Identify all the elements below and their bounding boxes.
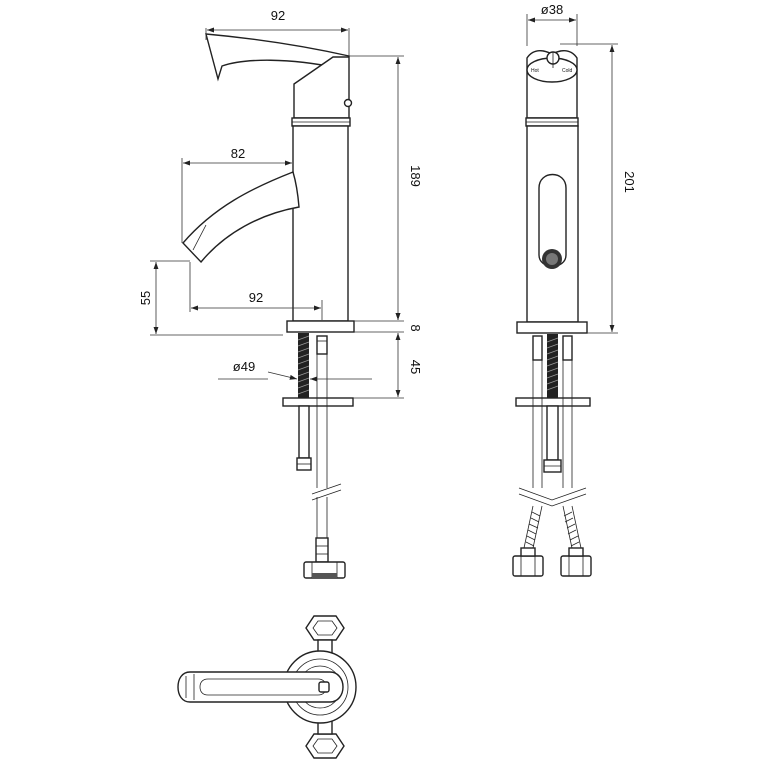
side-view — [182, 33, 355, 579]
threaded-rod — [298, 333, 309, 398]
left-hose-nut — [512, 555, 544, 577]
top-view-lever — [177, 671, 344, 703]
handle-cap — [293, 56, 350, 119]
front-view: Hot Cold — [512, 50, 592, 577]
dim-total-height: 201 — [622, 171, 637, 193]
front-base-plate — [516, 321, 588, 334]
cold-label: Cold — [562, 68, 573, 74]
tap-body — [292, 125, 349, 322]
mounting-plate — [282, 397, 354, 407]
side-view-dimensions: 92 82 55 92 ø49 189 8 45 — [138, 8, 423, 399]
base-plate — [286, 320, 355, 333]
dim-plate-thickness: 8 — [408, 324, 423, 331]
spout — [182, 171, 300, 264]
dim-thread-length: 45 — [408, 360, 423, 374]
dim-body-height: 189 — [408, 165, 423, 187]
dim-spout-reach: 82 — [231, 146, 245, 161]
dim-top-diameter: ø38 — [541, 2, 563, 17]
dim-spout-height: 55 — [138, 291, 153, 305]
dim-base-diameter: ø49 — [233, 359, 255, 374]
top-view-lower-nut — [305, 733, 345, 759]
dim-base-reach: 92 — [249, 290, 263, 305]
dim-handle-width: 92 — [271, 8, 285, 23]
top-view-upper-nut — [305, 615, 345, 641]
right-hose-nut — [560, 555, 592, 577]
front-view-dimensions: ø38 201 — [526, 2, 637, 334]
front-mounting-plate — [515, 397, 591, 407]
top-view — [177, 615, 357, 759]
hot-label: Hot — [531, 68, 539, 74]
